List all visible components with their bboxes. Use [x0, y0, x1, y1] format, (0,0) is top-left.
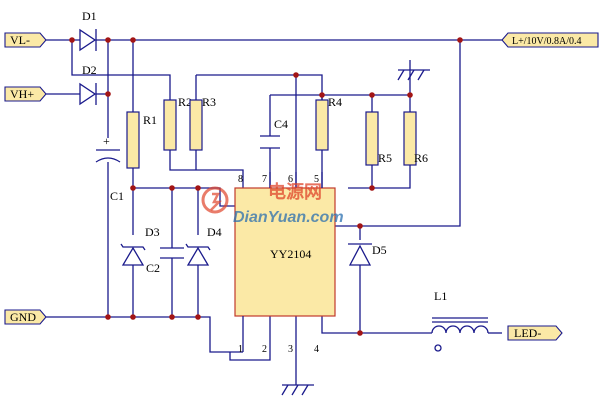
watermark-logo: 电源网 DianYuan.com	[201, 181, 344, 226]
port-l-plus-label: L+/10V/0.8A/0.4	[512, 36, 582, 47]
port-led-minus: LED-	[507, 325, 563, 341]
r3-label: R3	[202, 95, 216, 109]
c2-label: C2	[146, 261, 160, 275]
wire-vl-to-vh-bridge	[71, 40, 171, 100]
c4-label: C4	[274, 117, 288, 131]
diode-d1: D1	[79, 9, 97, 52]
wire-r3	[195, 74, 323, 170]
ic-pin5: 5	[314, 174, 319, 185]
port-vh-plus: VH+	[4, 86, 47, 102]
r5-label: R5	[378, 151, 392, 165]
l1-label: L1	[434, 289, 447, 303]
r6-label: R6	[414, 151, 428, 165]
wire-pin2	[229, 316, 271, 361]
d3-label: D3	[145, 225, 160, 239]
d1-label: D1	[82, 9, 97, 23]
r2-label: R2	[178, 95, 192, 109]
port-gnd: GND	[4, 309, 47, 325]
wire-r2-down	[169, 150, 244, 188]
wire-d5-to-rail	[335, 40, 461, 227]
ic-yy2104: YY2104 8 7 6 5 1 2 3 4	[234, 172, 336, 355]
port-vl-minus: VL-	[4, 32, 47, 48]
c1-label: C1	[110, 189, 124, 203]
port-led-label: LED-	[514, 326, 541, 340]
port-gnd-label: GND	[10, 310, 36, 324]
resistor-r1: R1	[126, 111, 157, 169]
zener-d4: D4	[185, 225, 222, 266]
ic-pin6: 6	[288, 174, 293, 185]
ic-label: YY2104	[270, 247, 311, 261]
resistor-r6: R6	[403, 111, 428, 166]
wire-node-r1	[133, 187, 237, 207]
capacitor-c1: + C1	[95, 134, 124, 203]
d5-label: D5	[372, 243, 387, 257]
resistor-r5: R5	[365, 111, 392, 166]
resistor-r2: R2	[163, 95, 192, 151]
resistor-r4: R4	[315, 95, 342, 151]
wire-r5-r6	[371, 95, 411, 189]
d4-label: D4	[207, 225, 222, 239]
c1-polarity: +	[103, 134, 110, 148]
r1-label: R1	[143, 113, 157, 127]
zener-d3: D3	[120, 225, 160, 266]
port-vh-label: VH+	[10, 87, 34, 101]
ic-pin2: 2	[262, 344, 267, 355]
ic-pin1: 1	[238, 344, 243, 355]
ground-top-icon	[397, 60, 430, 81]
ic-pin4: 4	[314, 344, 319, 355]
watermark-url: DianYuan.com	[233, 209, 344, 226]
diode-d2: D2	[79, 63, 97, 106]
ic-pin3: 3	[288, 344, 293, 355]
watermark-cn: 电源网	[268, 181, 322, 202]
resistor-r3: R3	[189, 95, 216, 151]
wire-gnd-rail	[46, 316, 243, 353]
port-l-plus-output: L+/10V/0.8A/0.4	[501, 32, 599, 48]
d2-label: D2	[82, 63, 97, 77]
capacitor-c2: C2	[146, 247, 184, 275]
ground-bottom-icon	[281, 384, 314, 396]
port-vl-label: VL-	[10, 33, 30, 47]
r4-label: R4	[328, 95, 342, 109]
junction-dots	[69, 37, 463, 336]
inductor-l1: L1	[431, 289, 489, 352]
wire-pin4-l1	[321, 316, 432, 334]
ic-pin8: 8	[238, 174, 243, 185]
ic-pin7: 7	[262, 174, 267, 185]
capacitor-c4: C4	[260, 117, 288, 149]
diode-d5: D5	[348, 243, 387, 266]
